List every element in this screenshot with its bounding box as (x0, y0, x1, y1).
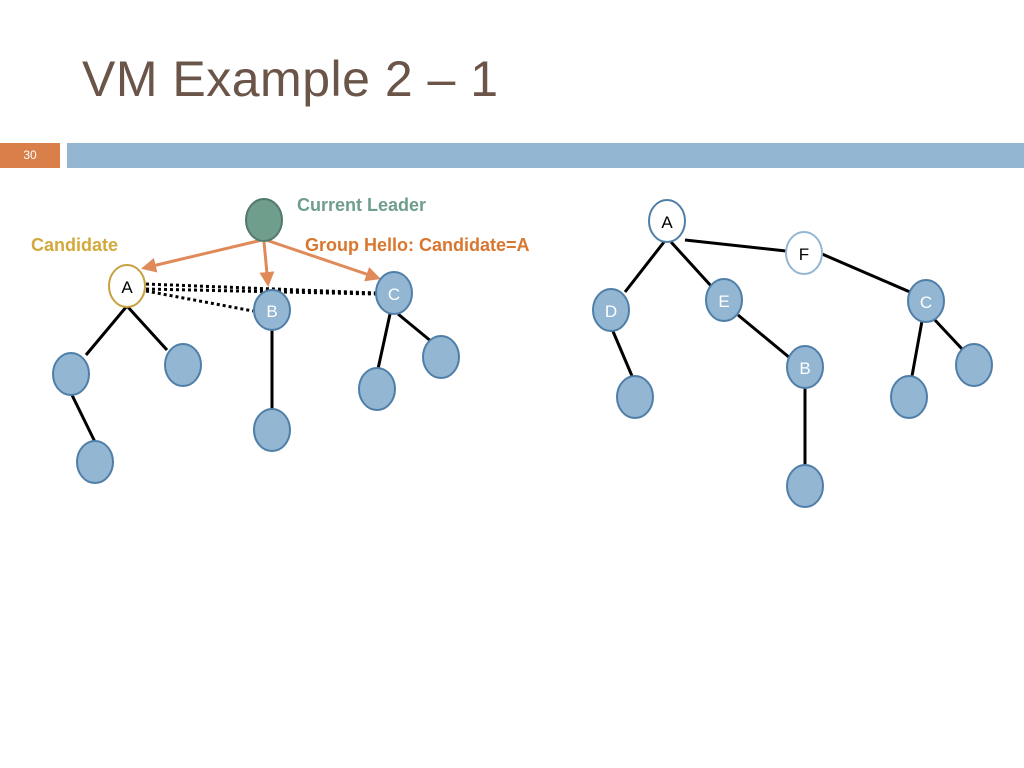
right-node-c-child-1 (890, 375, 928, 419)
left-tree: A B C Current Leader Candidate Group Hel… (31, 195, 530, 484)
dotted-link-a-b (145, 289, 254, 313)
left-node-a-child-2 (164, 343, 202, 387)
right-node-d: D (592, 288, 630, 332)
edge-c-right-child (397, 312, 433, 344)
right-node-d-child (616, 375, 654, 419)
dotted-link-a-c-2 (145, 287, 377, 296)
right-node-a: A (648, 199, 686, 243)
edge-e-b (737, 313, 791, 360)
group-hello-arrows (141, 238, 381, 287)
left-node-c: C (375, 271, 413, 315)
edge-left-child-grandchild (69, 392, 97, 443)
hello-arrow-to-a (141, 238, 263, 273)
edge-f-c (821, 252, 911, 294)
left-tree-edges (69, 304, 433, 443)
right-node-c: C (907, 279, 945, 323)
right-node-f: F (785, 231, 823, 275)
right-node-c-label: C (920, 293, 932, 312)
edge-c-left-child (376, 313, 392, 370)
page-number-badge: 30 (0, 143, 60, 168)
right-node-b-child (786, 464, 824, 508)
right-node-e: E (705, 278, 743, 322)
left-dotted-links (145, 282, 377, 313)
group-hello-label: Group Hello: Candidate=A (305, 235, 530, 255)
edge-d-child (610, 328, 634, 377)
left-node-a-label: A (121, 278, 133, 297)
candidate-label: Candidate (31, 235, 118, 255)
right-node-b-label: B (799, 359, 810, 378)
hello-arrow-to-c (265, 238, 381, 282)
right-tree-edges (610, 238, 965, 466)
dotted-link-a-c (145, 282, 377, 295)
right-node-f-label: F (799, 245, 809, 264)
edge-a-e (669, 240, 714, 289)
right-node-d-label: D (605, 302, 617, 321)
right-node-b: B (786, 345, 824, 389)
left-node-b-label: B (266, 302, 277, 321)
slide-title: VM Example 2 – 1 (82, 51, 499, 107)
left-node-a: A (108, 264, 146, 308)
left-node-b: B (253, 289, 291, 331)
left-node-grandchild (76, 440, 114, 484)
hello-arrow-to-b (259, 241, 275, 287)
current-leader-node (245, 198, 283, 242)
edge-c-right-child (931, 316, 965, 352)
current-leader-label: Current Leader (297, 195, 426, 215)
edge-a-right-child (125, 304, 169, 352)
edge-a-f (684, 238, 787, 253)
title-rule-bar (67, 143, 1024, 168)
left-node-b-child (253, 408, 291, 452)
right-tree: A F D E B C (592, 199, 993, 508)
edge-a-left-child (84, 305, 129, 356)
left-node-c-label: C (388, 285, 400, 304)
edge-c-left-child (910, 320, 924, 377)
edge-a-d (623, 241, 666, 293)
right-node-a-label: A (661, 213, 673, 232)
left-node-a-child-1 (52, 352, 90, 396)
left-node-c-child-2 (422, 335, 460, 379)
right-node-e-label: E (718, 292, 729, 311)
right-node-c-child-2 (955, 343, 993, 387)
left-node-c-child-1 (358, 367, 396, 411)
